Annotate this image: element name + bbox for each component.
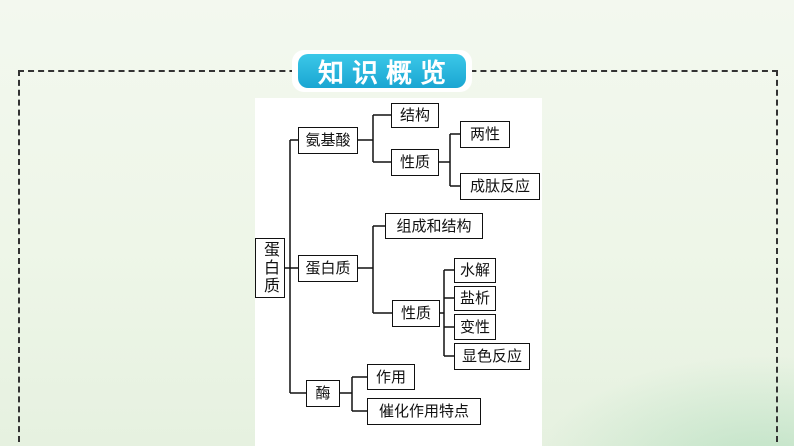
node-protein-salting-out: 盐析 xyxy=(454,286,496,311)
decorative-dots xyxy=(494,336,794,446)
node-aa-peptide: 成肽反应 xyxy=(460,173,540,200)
node-amino-acid: 氨基酸 xyxy=(298,127,358,154)
node-root-protein: 蛋白质 xyxy=(255,238,285,298)
node-aa-amphoteric: 两性 xyxy=(460,121,510,148)
node-enzyme-function: 作用 xyxy=(367,364,415,390)
node-aa-structure: 结构 xyxy=(391,103,439,128)
page-title: 知识概览 xyxy=(298,54,466,89)
node-protein-property: 性质 xyxy=(392,300,440,327)
node-aa-property: 性质 xyxy=(391,149,439,176)
node-protein-denaturation: 变性 xyxy=(454,314,496,340)
node-protein: 蛋白质 xyxy=(298,255,358,282)
node-enzyme: 酶 xyxy=(306,380,340,407)
node-protein-composition: 组成和结构 xyxy=(385,213,483,239)
node-protein-hydrolysis: 水解 xyxy=(454,258,496,283)
node-protein-color-reaction: 显色反应 xyxy=(454,343,530,370)
node-enzyme-catalysis: 催化作用特点 xyxy=(367,398,481,425)
